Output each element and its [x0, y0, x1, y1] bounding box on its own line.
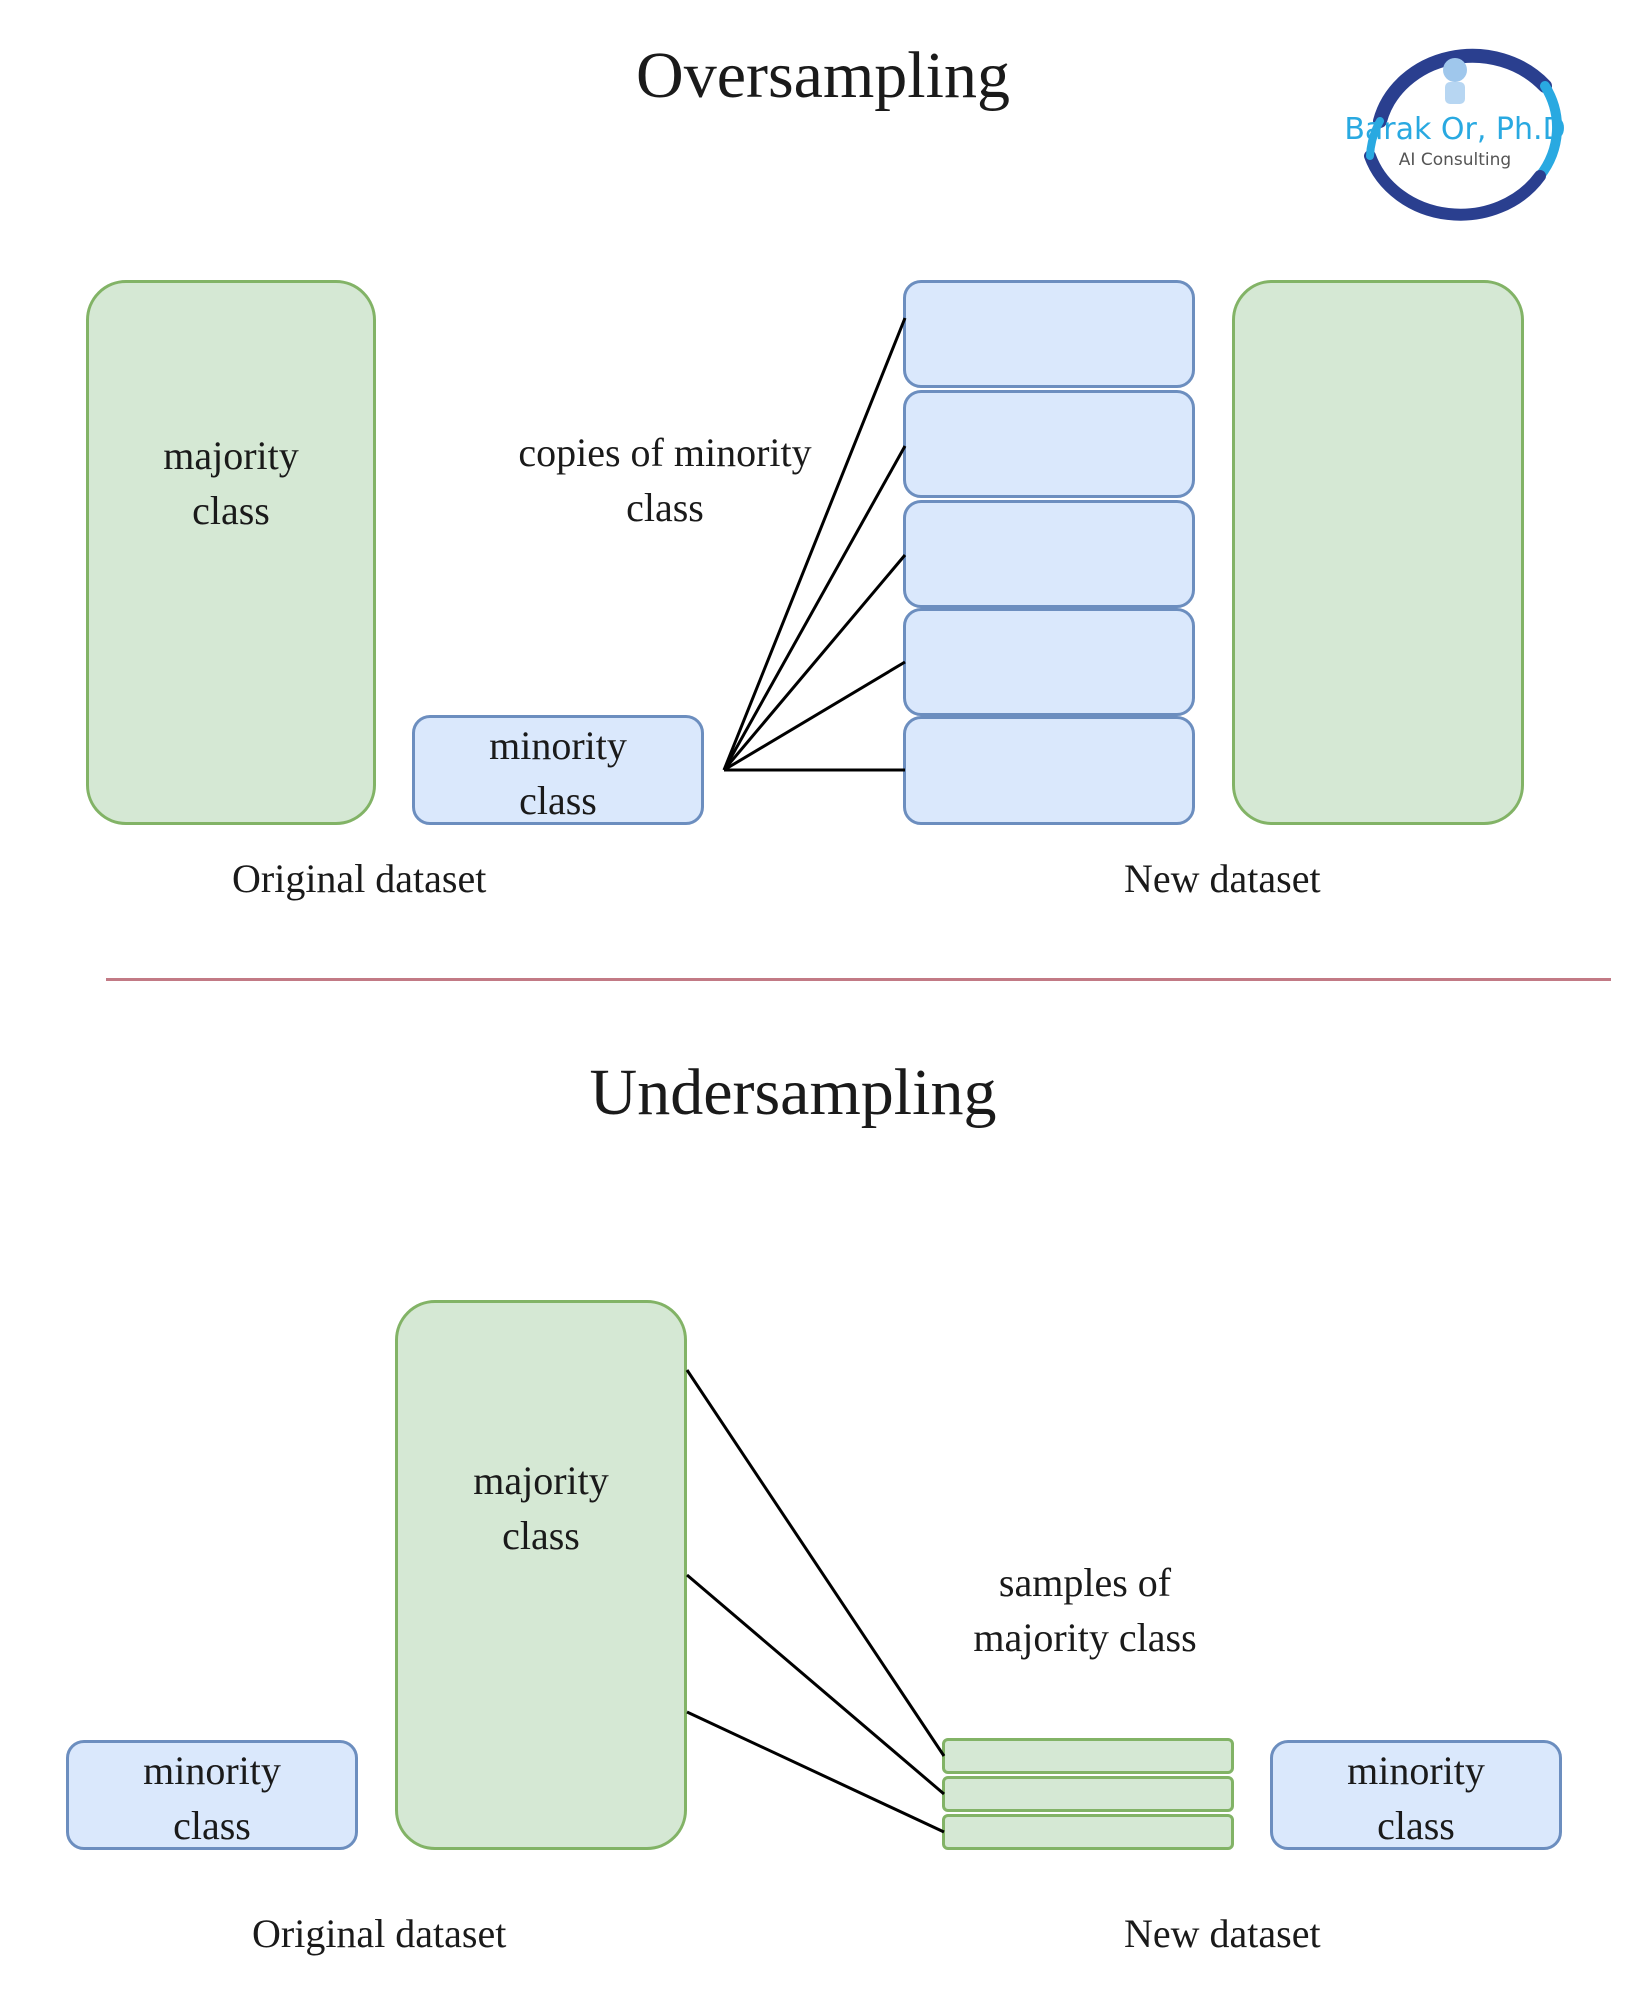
undersampling-title: Undersampling	[589, 1056, 997, 1129]
undersampling-original-majority-label-2: class	[502, 1513, 580, 1558]
samples-caption-line-2: majority class	[973, 1615, 1197, 1660]
minority-copy-box	[903, 390, 1195, 498]
undersampling-original-minority-label-1: minority	[143, 1748, 281, 1793]
oversampling-original-majority-box: majority class	[86, 280, 376, 825]
minority-copy-box	[903, 500, 1195, 608]
undersampling-original-majority-box: majority class	[395, 1300, 687, 1850]
logo-ring-icon	[1364, 48, 1562, 221]
undersampling-connector-line	[685, 1369, 946, 1757]
oversampling-new-caption: New dataset	[1124, 856, 1321, 901]
minority-copy-box	[903, 716, 1195, 825]
oversampling-connector-line	[722, 317, 907, 771]
oversampling-original-majority-label-2: class	[192, 488, 270, 533]
oversampling-original-minority-label-2: class	[519, 778, 597, 823]
majority-sample-box	[942, 1814, 1234, 1850]
undersampling-original-caption: Original dataset	[252, 1911, 507, 1956]
undersampling-original-minority-label-2: class	[173, 1803, 251, 1848]
majority-sample-box	[942, 1738, 1234, 1774]
samples-of-majority-caption: samples of majority class	[910, 1555, 1260, 1665]
oversampling-original-caption: Original dataset	[232, 856, 487, 901]
minority-copy-box	[903, 280, 1195, 388]
undersampling-connector-line	[686, 1573, 945, 1796]
majority-sample-box	[942, 1776, 1234, 1812]
oversampling-connector-line	[722, 554, 907, 771]
samples-caption-line-1: samples of	[998, 1560, 1172, 1605]
oversampling-new-majority-box	[1232, 280, 1524, 825]
section-divider	[106, 978, 1611, 981]
undersampling-original-minority-box: minority class	[66, 1740, 358, 1850]
logo-name: Barak Or, Ph.D	[1344, 112, 1566, 147]
undersampling-new-minority-label-2: class	[1377, 1803, 1455, 1848]
minority-copy-box	[903, 608, 1195, 716]
oversampling-original-minority-box: minority class	[412, 715, 704, 825]
copies-caption-line-1: copies of minority	[518, 430, 812, 475]
oversampling-original-minority-label-1: minority	[489, 723, 627, 768]
logo: Barak Or, Ph.D AI Consulting	[1340, 26, 1570, 236]
undersampling-original-majority-label-1: majority	[473, 1458, 609, 1503]
undersampling-new-caption: New dataset	[1124, 1911, 1321, 1956]
logo-tagline: AI Consulting	[1398, 150, 1512, 170]
undersampling-new-minority-label-1: minority	[1347, 1748, 1485, 1793]
undersampling-connector-line	[686, 1710, 945, 1834]
oversampling-original-majority-label-1: majority	[163, 433, 299, 478]
copies-caption-line-2: class	[626, 485, 704, 530]
oversampling-title: Oversampling	[636, 39, 1010, 112]
copies-of-minority-caption: copies of minority class	[490, 425, 840, 535]
oversampling-connector-line	[723, 660, 906, 772]
undersampling-new-minority-box: minority class	[1270, 1740, 1562, 1850]
